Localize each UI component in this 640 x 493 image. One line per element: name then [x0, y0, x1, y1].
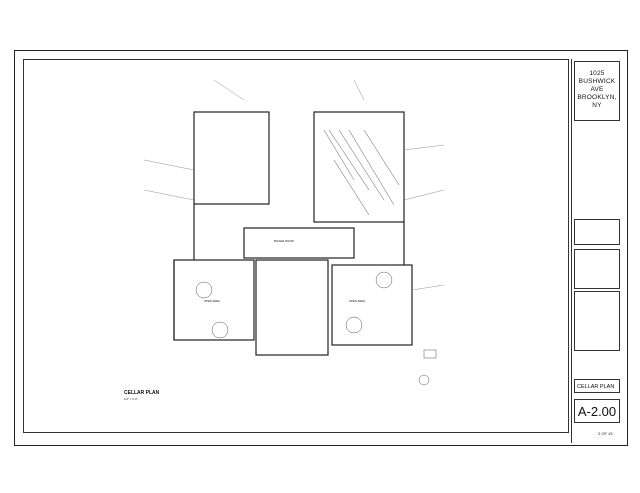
plan-scale: 1/4" = 1'-0"	[124, 397, 138, 401]
page-number: 2 OF 19	[598, 431, 613, 436]
firm-box	[574, 219, 620, 245]
plan-title: CELLAR PLAN	[124, 390, 160, 396]
address-line-1: 1025	[589, 70, 605, 77]
cellar-floor-plan	[143, 79, 445, 386]
label-open-area-left: OPEN AREA	[204, 299, 221, 303]
sheet-title: CELLAR PLAN	[574, 379, 620, 393]
notes-box	[574, 249, 620, 289]
address-line-2: BUSHWICK AVE	[578, 78, 616, 93]
drawing-area: OPEN AREA OPEN AREA BOILER ROOM CELLAR P…	[23, 59, 569, 433]
title-block: 1025 BUSHWICK AVE BROOKLYN, NY CELLAR PL…	[571, 59, 621, 443]
revisions-box	[574, 291, 620, 351]
sheet-number: A-2.00	[574, 399, 620, 423]
address-line-3: BROOKLYN, NY	[577, 94, 617, 109]
label-boiler-room: BOILER ROOM	[274, 239, 294, 243]
drawing-sheet: OPEN AREA OPEN AREA BOILER ROOM CELLAR P…	[14, 50, 628, 446]
label-open-area-right: OPEN AREA	[349, 299, 366, 303]
project-address-box: 1025 BUSHWICK AVE BROOKLYN, NY	[574, 61, 620, 121]
